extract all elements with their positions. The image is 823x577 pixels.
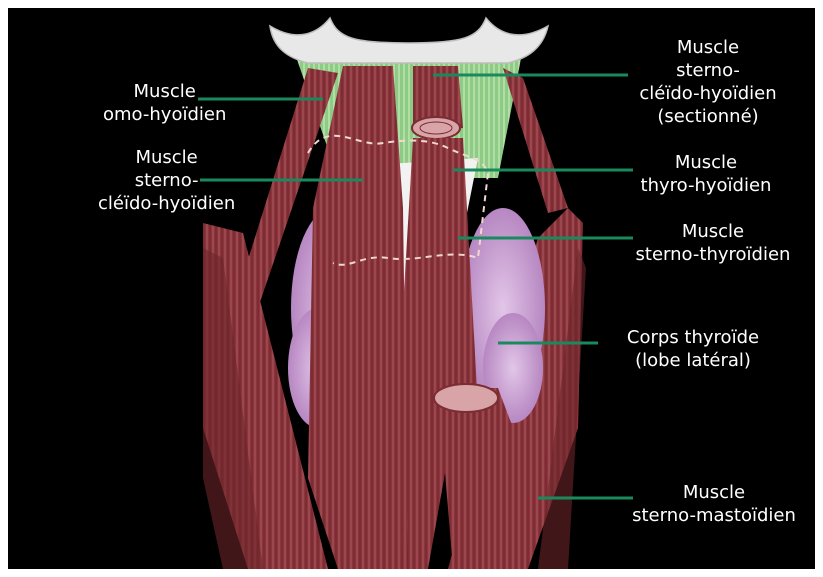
- omo-hyoid-muscle-right: [503, 68, 568, 213]
- label-sterno-cleido-hyoidien-sectionne: Muscle sterno- cléïdo-hyoïdien (sectionn…: [628, 36, 788, 128]
- label-thyro-hyoidien: Muscle thyro-hyoïdien: [636, 151, 776, 197]
- label-sterno-cleido-hyoidien: Muscle sterno- cléïdo-hyoïdien: [98, 146, 235, 215]
- label-sterno-mastoidien: Muscle sterno-mastoïdien: [628, 481, 800, 527]
- anatomy-figure: Muscle omo-hyoïdien Muscle sterno- cléïd…: [8, 8, 815, 569]
- label-omo-hyoidien: Muscle omo-hyoïdien: [103, 80, 226, 126]
- hyoid-bone: [270, 18, 548, 63]
- label-sterno-thyroidien: Muscle sterno-thyroïdien: [633, 220, 793, 266]
- label-corps-thyroide: Corps thyroïde (lobe latéral): [603, 326, 783, 372]
